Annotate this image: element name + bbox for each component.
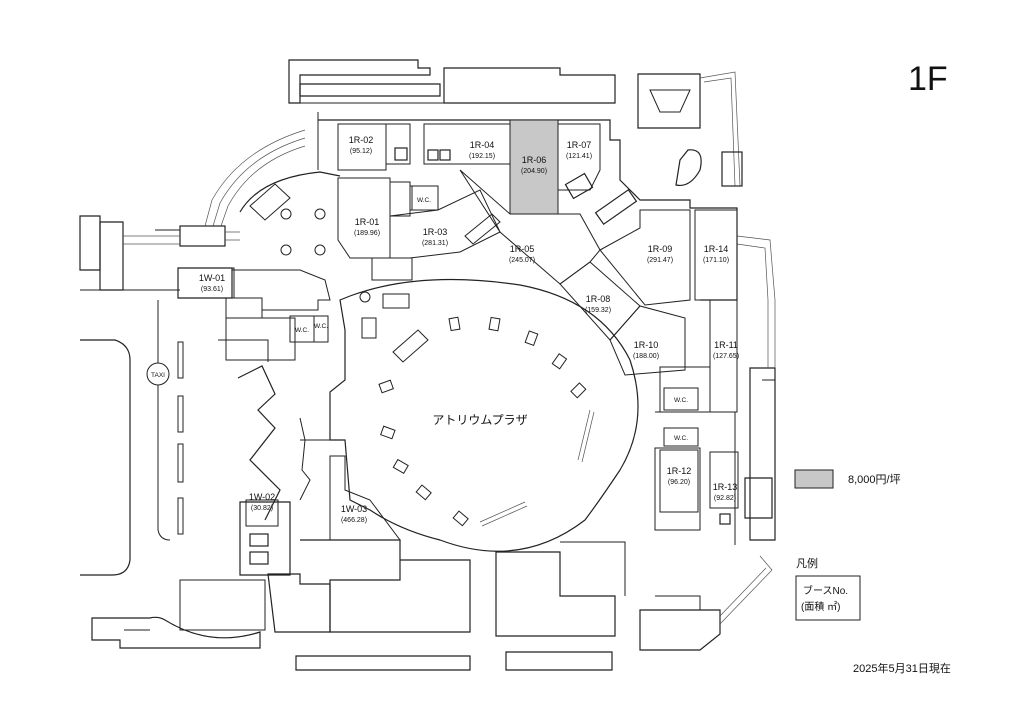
plaza-kiosks [359, 291, 595, 527]
svg-text:1R-13: 1R-13 [713, 482, 738, 492]
svg-text:1R-01: 1R-01 [355, 217, 380, 227]
booth-1w-02[interactable]: 1W-02 (30.82) [249, 492, 275, 512]
svg-text:(466.28): (466.28) [341, 517, 367, 524]
booth-labels: 1R-01 (189.96) 1R-02 (95.12) 1R-03 (281.31)… [199, 135, 739, 524]
svg-text:(127.65): (127.65) [713, 353, 739, 360]
svg-text:(291.47): (291.47) [647, 257, 673, 264]
taxi-stand: TAXI [146, 362, 170, 386]
svg-text:1W-03: 1W-03 [341, 504, 367, 514]
svg-text:1R-05: 1R-05 [510, 244, 535, 254]
wc-label: W.C. [674, 397, 688, 404]
restrooms: W.C. W.C. W.C. W.C. W.C. [289, 185, 699, 447]
svg-text:1R-14: 1R-14 [704, 244, 729, 254]
svg-text:(171.10): (171.10) [703, 257, 729, 264]
booth-1r-01[interactable]: 1R-01 (189.96) [354, 217, 380, 237]
svg-text:(95.12): (95.12) [350, 148, 372, 155]
svg-text:1R-06: 1R-06 [522, 155, 547, 165]
svg-text:(188.00): (188.00) [633, 353, 659, 360]
svg-text:(159.32): (159.32) [585, 307, 611, 314]
legend-sample-area: (面積 ㎡) [801, 600, 840, 613]
svg-text:(192.15): (192.15) [469, 153, 495, 160]
svg-text:(121.41): (121.41) [566, 153, 592, 160]
svg-text:(204.90): (204.90) [521, 168, 547, 175]
booth-1r-05[interactable]: 1R-05 (245.07) [509, 244, 535, 264]
svg-text:1R-08: 1R-08 [586, 294, 611, 304]
svg-text:1R-11: 1R-11 [714, 340, 738, 350]
legend-sample-box [795, 575, 861, 621]
svg-text:1R-09: 1R-09 [648, 244, 673, 254]
svg-text:(93.61): (93.61) [201, 286, 223, 293]
booth-1r-11[interactable]: 1R-11 (127.65) [713, 340, 739, 360]
price-label: 8,000円/坪 [848, 473, 901, 486]
floor-title: 1F [908, 60, 948, 98]
booth-1r-08[interactable]: 1R-08 (159.32) [585, 294, 611, 314]
plaza-label: アトリウムプラザ [432, 413, 527, 427]
wc-label: W.C. [417, 197, 431, 204]
taxi-label: TAXI [151, 372, 165, 379]
atrium-plaza: アトリウムプラザ [329, 278, 639, 552]
wc-label: W.C. [295, 327, 309, 334]
svg-text:(96.20): (96.20) [668, 479, 690, 486]
booth-1w-01[interactable]: 1W-01 (93.61) [199, 273, 225, 293]
svg-text:(281.31): (281.31) [422, 240, 448, 247]
svg-text:1R-12: 1R-12 [667, 466, 692, 476]
booth-areas [177, 119, 739, 565]
booth-1r-03[interactable]: 1R-03 (281.31) [422, 227, 448, 247]
booth-1r-12[interactable]: 1R-12 (96.20) [667, 466, 692, 486]
svg-text:1R-04: 1R-04 [470, 140, 495, 150]
wc-label: W.C. [314, 323, 328, 330]
legend-title: 凡例 [796, 556, 818, 570]
booth-1w-03[interactable]: 1W-03 (466.28) [341, 504, 367, 524]
booth-1r-02[interactable]: 1R-02 (95.12) [349, 135, 374, 155]
booth-1r-07[interactable]: 1R-07 (121.41) [566, 140, 592, 160]
price-swatch [794, 469, 834, 489]
booth-1r-06[interactable]: 1R-06 (204.90) [521, 155, 547, 175]
svg-text:1R-02: 1R-02 [349, 135, 374, 145]
booth-1r-06-highlight[interactable] [509, 119, 559, 215]
svg-text:(30.82): (30.82) [251, 505, 273, 512]
booth-1r-13[interactable]: 1R-13 (92.82) [713, 482, 738, 502]
svg-text:1R-10: 1R-10 [634, 340, 659, 350]
legend-sample-id: ブースNo. [803, 584, 848, 597]
wc-label: W.C. [674, 435, 688, 442]
svg-text:(189.96): (189.96) [354, 230, 380, 237]
booth-1r-09[interactable]: 1R-09 (291.47) [647, 244, 673, 264]
legend: 8,000円/坪 凡例 ブースNo. (面積 ㎡) [794, 469, 901, 621]
svg-text:(245.07): (245.07) [509, 257, 535, 264]
svg-text:1R-07: 1R-07 [567, 140, 592, 150]
booth-1r-14[interactable]: 1R-14 (171.10) [703, 244, 729, 264]
svg-text:1R-03: 1R-03 [423, 227, 448, 237]
booth-1r-04[interactable]: 1R-04 (192.15) [469, 140, 495, 160]
date-note: 2025年5月31日現在 [853, 661, 951, 675]
pillars [249, 183, 326, 256]
svg-text:1W-02: 1W-02 [249, 492, 275, 502]
booth-1r-10[interactable]: 1R-10 (188.00) [633, 340, 659, 360]
svg-text:1W-01: 1W-01 [199, 273, 225, 283]
svg-text:(92.82): (92.82) [714, 495, 736, 502]
